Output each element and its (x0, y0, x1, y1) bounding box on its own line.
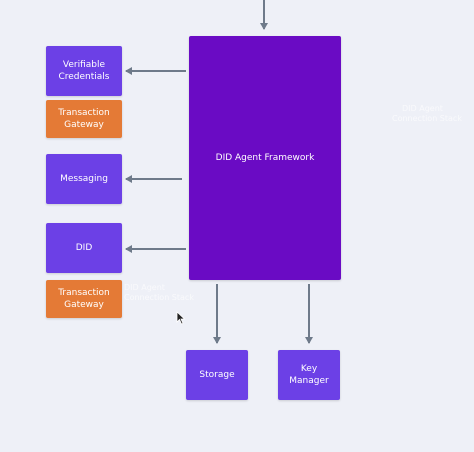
faint-overlay-left-line2: Connection Stack (124, 293, 194, 302)
storage-box: Storage (186, 350, 248, 400)
storage-label: Storage (199, 370, 235, 380)
faint-overlay-right-line1: DID Agent (402, 104, 443, 113)
messaging-box: Messaging (46, 154, 122, 204)
did-agent-framework-box: DID Agent Framework (189, 36, 341, 280)
transaction-gateway-top-box: Transaction Gateway (46, 100, 122, 138)
messaging-label: Messaging (60, 174, 108, 184)
key-manager-label: Key Manager (289, 364, 329, 386)
faint-overlay-right-line2: Connection Stack (392, 114, 462, 123)
transaction-gateway-bottom-label: Transaction Gateway (58, 288, 110, 310)
faint-overlay-left-line1: DID Agent (124, 283, 165, 292)
did-label: DID (75, 243, 93, 253)
did-box: DID (46, 223, 122, 273)
key-manager-box: Key Manager (278, 350, 340, 400)
verifiable-credentials-label: Verifiable Credentials (58, 60, 110, 82)
transaction-gateway-top-label: Transaction Gateway (58, 108, 110, 130)
mouse-pointer-icon (176, 311, 186, 325)
did-agent-framework-label: DID Agent Framework (215, 153, 315, 163)
transaction-gateway-bottom-box: Transaction Gateway (46, 280, 122, 318)
verifiable-credentials-box: Verifiable Credentials (46, 46, 122, 96)
